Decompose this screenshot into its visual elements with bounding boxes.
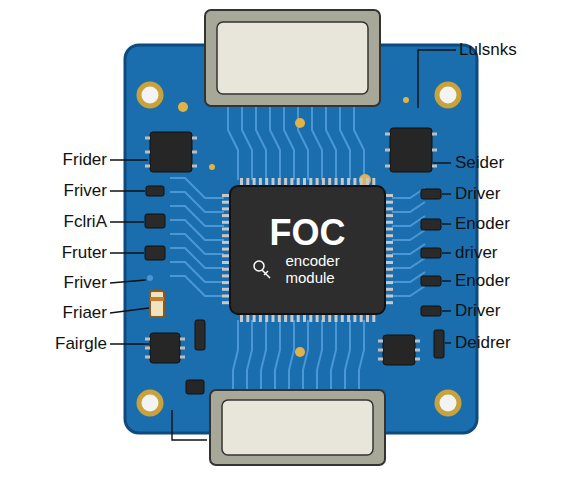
callout-label: Seider <box>455 154 504 173</box>
trace <box>303 320 308 392</box>
callout-label: Fruter <box>62 244 107 263</box>
trace <box>170 192 224 212</box>
mounting-holes <box>139 84 459 414</box>
pin <box>192 151 197 154</box>
callout-label: Fairgle <box>55 335 107 354</box>
trace <box>170 262 224 282</box>
trace <box>170 220 224 240</box>
callout-label: Friver <box>64 182 107 201</box>
trace <box>228 106 238 180</box>
pin <box>432 149 437 152</box>
trace <box>298 106 308 180</box>
leader-lines <box>110 50 456 440</box>
trace <box>256 106 266 180</box>
pin <box>378 358 383 361</box>
chip-title: FOC <box>270 214 346 252</box>
pin <box>145 347 150 350</box>
pin <box>145 151 150 154</box>
trace <box>392 244 425 254</box>
pin <box>145 165 150 168</box>
trace <box>317 320 322 392</box>
chip-module: FOCencoder module <box>230 186 385 314</box>
pin <box>378 349 383 352</box>
pin <box>432 165 437 168</box>
callout-label: driver <box>455 244 498 263</box>
trace <box>170 248 224 268</box>
smd-parts <box>145 186 444 358</box>
callout-label: Enoder <box>455 272 510 291</box>
trace <box>354 106 364 180</box>
trace <box>345 320 350 392</box>
trace <box>312 106 322 180</box>
trace <box>359 320 364 392</box>
callout-label: Friaer <box>63 304 107 323</box>
trace <box>392 188 425 198</box>
trace <box>170 234 224 254</box>
trace <box>392 202 425 212</box>
trace <box>270 106 280 180</box>
pin <box>180 347 185 350</box>
connector <box>205 10 380 106</box>
trace <box>326 106 336 180</box>
trace <box>247 320 252 392</box>
trace <box>392 216 425 226</box>
callout-label: Driver <box>455 302 500 321</box>
pin <box>432 133 437 136</box>
trace <box>170 206 224 226</box>
trace <box>392 258 425 268</box>
pin <box>415 358 420 361</box>
connector <box>210 390 385 465</box>
vias <box>147 97 409 357</box>
callout-label: Friver <box>64 274 107 293</box>
trace <box>170 276 224 296</box>
trace <box>170 178 224 198</box>
pin <box>145 356 150 359</box>
callout-label: Enoder <box>455 215 510 234</box>
callout-label: FclriA <box>64 213 107 232</box>
pin <box>192 137 197 140</box>
pin <box>180 338 185 341</box>
chip-pins <box>222 178 393 322</box>
trace <box>331 320 336 392</box>
pin <box>415 340 420 343</box>
trace <box>392 230 425 240</box>
pin <box>385 149 390 152</box>
trace <box>242 106 252 180</box>
trace <box>289 320 294 392</box>
pin <box>385 165 390 168</box>
resistor <box>150 291 164 317</box>
trace <box>284 106 294 180</box>
trace <box>261 320 266 392</box>
chip-icon <box>254 261 270 278</box>
pin <box>180 356 185 359</box>
trace <box>340 106 350 180</box>
pin <box>145 137 150 140</box>
ic <box>150 128 432 394</box>
pin <box>192 165 197 168</box>
trace <box>392 286 425 296</box>
callout-label: Lulsnks <box>459 41 517 60</box>
pin <box>385 133 390 136</box>
callout-label: Driver <box>455 185 500 204</box>
pin <box>415 349 420 352</box>
traces <box>170 106 425 392</box>
callout-label: Deidrer <box>455 334 511 353</box>
pin <box>145 338 150 341</box>
trace <box>392 272 425 282</box>
chip-body <box>230 186 385 314</box>
trace <box>233 320 238 392</box>
callout-label: Frider <box>63 151 107 170</box>
chip-subtitle: encoder module <box>286 252 356 287</box>
pin <box>378 340 383 343</box>
trace <box>275 320 280 392</box>
